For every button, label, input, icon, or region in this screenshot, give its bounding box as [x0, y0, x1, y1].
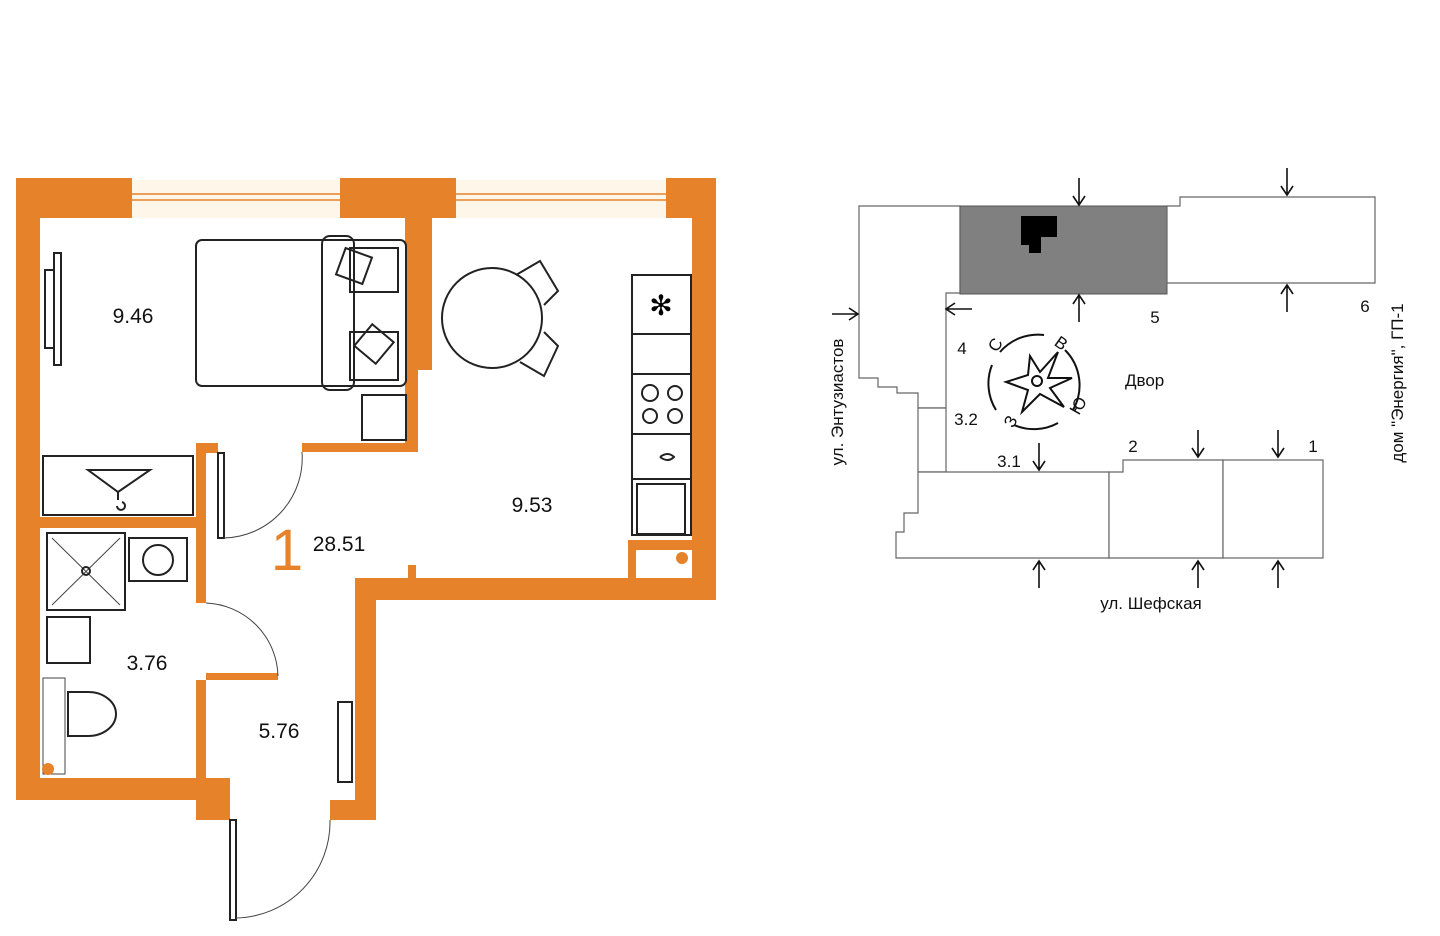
building-3-1 — [895, 471, 1110, 559]
shower-icon — [46, 532, 126, 611]
doors — [205, 451, 331, 921]
compass-east: В — [1051, 332, 1071, 354]
bed-icon — [195, 235, 407, 391]
unit-number: 1 — [271, 518, 303, 583]
compass-rose-icon: С В Ю З — [984, 332, 1091, 430]
building-1 — [1222, 459, 1324, 559]
apartment-location-marker — [1021, 216, 1057, 253]
building-label-3-1: 3.1 — [997, 452, 1021, 471]
radiator-icon — [337, 701, 353, 783]
site-plan: С В Ю З Двор 1 2 3.1 3.2 4 5 6 ул. Шефск… — [828, 168, 1407, 613]
street-shefskaya: ул. Шефская — [1100, 594, 1202, 613]
total-area: 28.51 — [313, 533, 366, 556]
building-label-5: 5 — [1150, 308, 1159, 327]
walls — [16, 178, 716, 820]
washing-machine-icon — [128, 537, 188, 582]
toilet-icon — [67, 691, 117, 737]
street-entuziastov: ул. Энтузиастов — [828, 339, 847, 466]
kitchen-area: 9.53 — [512, 494, 553, 517]
wardrobe-icon — [42, 455, 194, 516]
building-6 — [1166, 196, 1376, 284]
building-3-2 — [917, 407, 947, 473]
building-label-3-2: 3.2 — [954, 410, 978, 429]
neighbor-house-label: дом "Энергия", ГП-1 — [1388, 303, 1407, 462]
compass-west: З — [1000, 412, 1022, 430]
building-label-4: 4 — [957, 339, 966, 358]
compass-south: Ю — [1066, 394, 1091, 418]
apartment-floor-plan: ✻ — [16, 178, 716, 921]
building-label-2: 2 — [1128, 437, 1137, 456]
entrance-arrows — [832, 168, 1294, 588]
windows — [127, 180, 671, 218]
compass-north: С — [984, 335, 1007, 355]
bedroom-area: 9.46 — [113, 305, 154, 328]
building-5-highlighted — [959, 205, 1168, 295]
yard-label: Двор — [1125, 371, 1164, 390]
building-4 — [858, 205, 961, 409]
building-label-1: 1 — [1308, 437, 1317, 456]
sink-icon — [636, 483, 686, 535]
fridge-snowflake-icon: ✻ — [649, 290, 672, 321]
dining-table-icon — [441, 259, 560, 378]
bathroom-area: 3.76 — [127, 652, 168, 675]
nightstand-icon — [361, 394, 407, 441]
building-label-6: 6 — [1360, 297, 1369, 316]
kitchen-unit: ✻ — [631, 274, 692, 536]
sink-drop-icon — [659, 453, 676, 461]
bathroom-riser-icon — [42, 763, 54, 775]
riser-icon — [676, 552, 688, 564]
washbasin-icon — [46, 616, 91, 664]
hallway-area: 5.76 — [259, 720, 300, 743]
tv-icon — [44, 252, 62, 366]
stove-icon — [641, 384, 683, 424]
bathtub-edge — [42, 677, 66, 775]
building-2 — [1108, 459, 1224, 559]
